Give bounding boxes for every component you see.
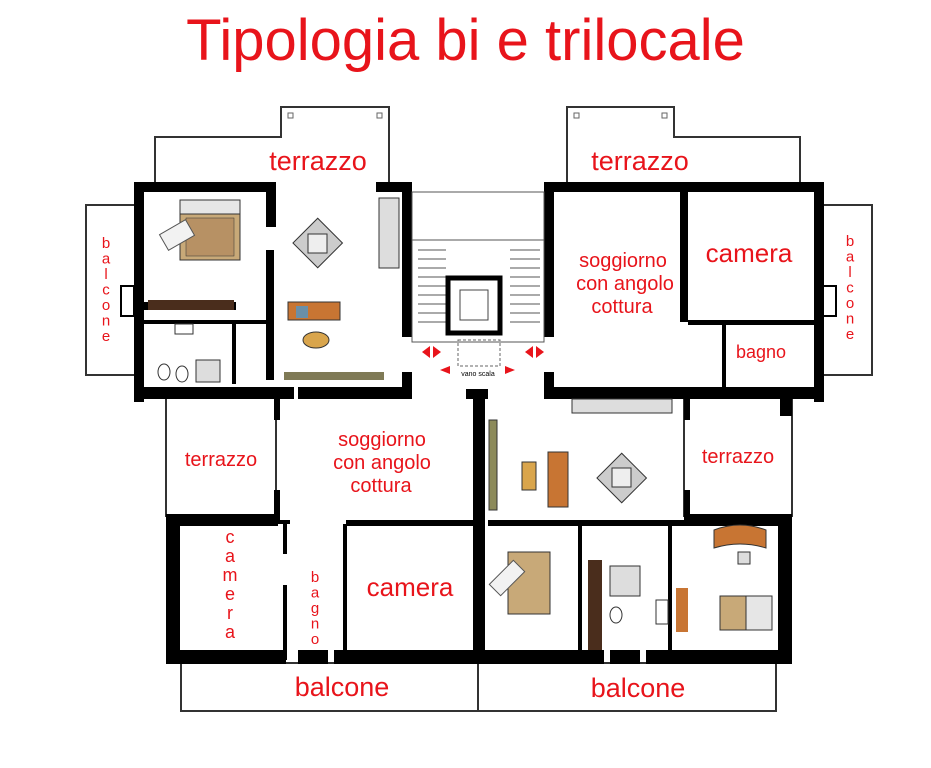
vertical-letter: e — [225, 584, 235, 604]
vertical-letter: b — [102, 235, 110, 252]
label-soggiorno-top-right-3: cottura — [591, 296, 653, 318]
label-camera-top-right: camera — [706, 238, 793, 268]
label-terrazzo-top-right: terrazzo — [591, 146, 689, 176]
vertical-letter: g — [311, 600, 319, 617]
bathroom-fixtures-icon — [609, 565, 669, 625]
label-soggiorno-middle-1: soggiorno — [338, 429, 426, 451]
kitchen-counter-icon — [571, 398, 673, 414]
landing-detail — [457, 339, 501, 367]
wardrobe-icon — [148, 300, 234, 310]
staircase-icon — [411, 191, 545, 343]
label-terrazzo-top-left: terrazzo — [269, 146, 367, 176]
label-soggiorno-top-right-1: soggiorno — [579, 250, 667, 272]
label-balcone-bottom-right: balcone — [591, 673, 686, 703]
vertical-letter: a — [846, 249, 855, 266]
vertical-letter: a — [102, 251, 111, 268]
vertical-letter: o — [102, 297, 110, 314]
vertical-letter: c — [846, 280, 854, 297]
vertical-letter: a — [225, 622, 236, 642]
vertical-letter: a — [225, 546, 236, 566]
kitchen-counter-icon — [378, 197, 400, 269]
stair-label: vano scala — [461, 371, 495, 378]
vertical-letter: b — [846, 233, 854, 250]
label-balcone-left-vertical: balcone — [102, 235, 111, 345]
page-title: Tipologia bi e trilocale — [186, 8, 745, 73]
label-terrazzo-middle-right: terrazzo — [702, 446, 774, 468]
vertical-letter: n — [846, 311, 854, 328]
top-left-terrace-outline — [154, 106, 390, 185]
vertical-letter: a — [311, 585, 320, 602]
vertical-letter: e — [846, 326, 854, 343]
vertical-letter: o — [846, 295, 854, 312]
top-right-terrace-outline — [566, 106, 801, 185]
door-arrow-icon — [422, 346, 544, 374]
label-camera-vertical: camera — [223, 527, 238, 642]
label-bagno-vertical: bagno — [311, 569, 320, 648]
vertical-letter: c — [226, 527, 235, 547]
bathroom-fixtures-icon — [157, 323, 221, 383]
desk-icon — [713, 524, 767, 565]
dining-table-icon — [292, 217, 344, 269]
room-labels: terrazzo terrazzo soggiorno con angolo c… — [102, 146, 855, 703]
sofa-icon — [287, 301, 341, 321]
dining-table-icon — [596, 452, 648, 504]
vertical-letter: c — [102, 282, 110, 299]
label-bagno-top-right: bagno — [736, 342, 786, 362]
vertical-letter: l — [848, 264, 851, 281]
label-balcone-bottom-left: balcone — [295, 672, 390, 702]
vertical-letter: b — [311, 569, 319, 586]
wardrobe-icon — [588, 560, 602, 650]
vertical-letter: n — [311, 616, 319, 633]
label-terrazzo-middle-left: terrazzo — [185, 449, 257, 471]
wall-cabinet-icon — [488, 419, 498, 511]
double-bed-icon — [158, 199, 241, 261]
vertical-letter: m — [223, 565, 238, 585]
vertical-letter: n — [102, 313, 110, 330]
vertical-letter: o — [311, 631, 319, 648]
label-balcone-right-vertical: balcone — [846, 233, 855, 343]
vertical-letter: r — [227, 603, 233, 623]
sideboard-icon — [284, 372, 384, 380]
label-soggiorno-middle-3: cottura — [350, 475, 412, 497]
label-camera-bottom-left: camera — [367, 572, 454, 602]
label-soggiorno-middle-2: con angolo — [333, 452, 431, 474]
corner-post-icons — [287, 112, 668, 119]
coffee-table-icon — [302, 331, 330, 349]
single-bed-icon — [488, 551, 551, 615]
vertical-letter: e — [102, 328, 110, 345]
sofa-icon — [521, 451, 569, 508]
desk-icon — [676, 588, 688, 632]
walls — [120, 182, 837, 664]
label-soggiorno-top-right-2: con angolo — [576, 273, 674, 295]
vertical-letter: l — [104, 266, 107, 283]
double-bed-icon — [719, 595, 773, 631]
elevator-icon — [445, 275, 503, 336]
